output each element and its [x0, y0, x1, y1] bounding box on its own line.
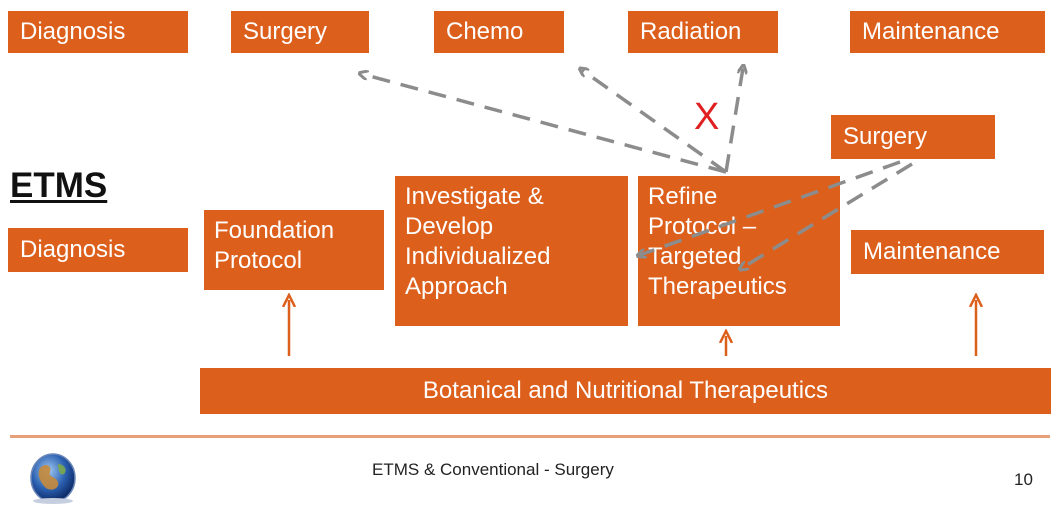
conventional-chemo-box: Chemo — [434, 11, 564, 53]
foundation-line-1: Foundation — [214, 217, 335, 244]
conventional-radiation-label: Radiation — [640, 18, 742, 45]
botanical-label: Botanical and Nutritional Therapeutics — [422, 377, 829, 404]
arrow-to-surgery — [362, 74, 727, 174]
etms-diagnosis-box: Diagnosis — [8, 228, 188, 272]
conventional-maintenance-box: Maintenance — [850, 11, 1045, 53]
foundation-protocol-box: Foundation Protocol — [204, 210, 384, 290]
etms-title: ETMS — [10, 166, 108, 205]
conventional-radiation-box: Radiation — [628, 11, 778, 53]
conventional-surgery-box: Surgery — [231, 11, 369, 53]
etms-maintenance-label: Maintenance — [863, 238, 1001, 265]
botanical-nutritional-bar: Botanical and Nutritional Therapeutics — [200, 368, 1051, 414]
investigate-develop-box: Investigate & Develop Individualized App… — [395, 176, 628, 326]
footer-divider — [10, 435, 1050, 438]
investigate-line-3: Individualized — [405, 243, 551, 270]
investigate-line-4: Approach — [405, 273, 508, 300]
etms-surgery-label: Surgery — [843, 123, 928, 150]
refine-line-1: Refine — [648, 183, 718, 210]
foundation-line-2: Protocol — [214, 247, 303, 274]
conventional-chemo-label: Chemo — [446, 18, 524, 45]
footer-caption: ETMS & Conventional - Surgery — [372, 460, 614, 479]
refine-line-4: Therapeutics — [648, 273, 787, 300]
refine-protocol-box: Refine Protocol – Targeted Therapeutics — [638, 176, 840, 326]
refine-line-2: Protocol – — [648, 213, 757, 240]
etms-surgery-box: Surgery — [831, 115, 995, 159]
conventional-maintenance-label: Maintenance — [862, 18, 1000, 45]
etms-maintenance-box: Maintenance — [851, 230, 1044, 274]
conventional-diagnosis-box: Diagnosis — [8, 11, 188, 53]
investigate-line-2: Develop — [405, 213, 494, 240]
conventional-diagnosis-label: Diagnosis — [20, 18, 126, 45]
arrow-to-radiation — [724, 68, 743, 173]
x-mark: X — [694, 96, 720, 138]
arrow-to-chemo — [582, 70, 728, 174]
etms-diagnosis-label: Diagnosis — [20, 236, 126, 263]
arrow-surgery-to-refine — [742, 162, 913, 268]
refine-line-3: Targeted — [648, 243, 742, 270]
globe-logo-icon — [30, 453, 76, 504]
investigate-line-1: Investigate & — [405, 183, 544, 210]
arrow-surgery-to-investigate — [640, 160, 901, 255]
conventional-surgery-label: Surgery — [243, 18, 328, 45]
page-number: 10 — [1014, 470, 1033, 489]
